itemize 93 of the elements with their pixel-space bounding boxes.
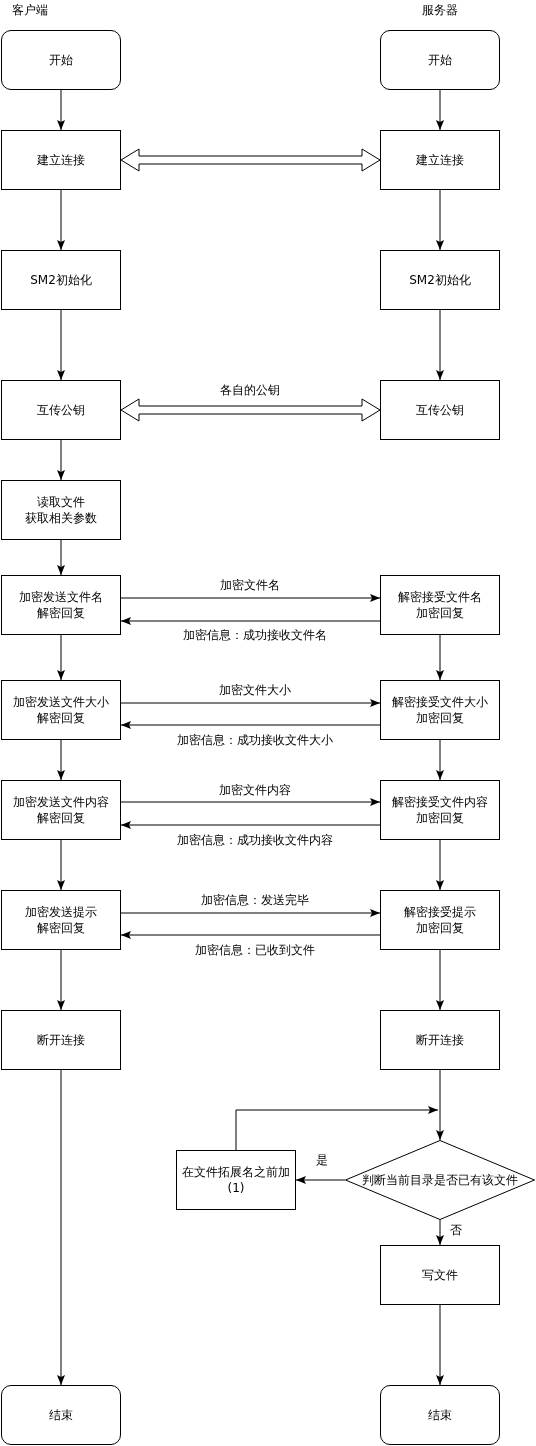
process-box [380, 130, 500, 190]
edge-label: 加密文件大小 [217, 683, 293, 697]
step-text: 开始 [49, 52, 73, 68]
arrow [57, 89, 65, 131]
process-box [380, 1245, 500, 1305]
arrow [120, 699, 381, 707]
edge-label: 加密信息：已收到文件 [193, 943, 317, 957]
process-box [380, 575, 500, 635]
process-box [380, 780, 500, 840]
step-text: SM2初始化 [409, 272, 471, 288]
edge-label: 加密信息：发送完毕 [199, 893, 311, 907]
double-block-arrow [120, 398, 381, 422]
arrow [120, 721, 381, 729]
edge-label: 是 [314, 1153, 330, 1167]
step-text: 解密接受提示加密回复 [404, 904, 476, 936]
arrow [436, 309, 444, 381]
process-box [380, 680, 500, 740]
step-text: 结束 [428, 1407, 452, 1423]
terminal-box [1, 30, 121, 90]
process-box [380, 380, 500, 440]
step-text: 结束 [49, 1407, 73, 1423]
edge-label: 否 [448, 1223, 464, 1237]
arrow [57, 309, 65, 381]
arrow [57, 439, 65, 481]
arrow [57, 739, 65, 781]
edge-label: 各自的公钥 [218, 383, 282, 397]
step-text: 断开连接 [416, 1032, 464, 1048]
step-text: 建立连接 [416, 152, 464, 168]
arrow [57, 189, 65, 251]
arrow [436, 739, 444, 781]
arrow [235, 1106, 439, 1151]
step-text: 开始 [428, 52, 452, 68]
arrow [57, 634, 65, 681]
decision-diamond [345, 1140, 535, 1220]
arrow [57, 839, 65, 891]
process-box [176, 1150, 296, 1210]
arrow [436, 189, 444, 251]
step-text: 在文件拓展名之前加(1) [182, 1164, 290, 1196]
edge-label: 加密信息：成功接收文件大小 [175, 733, 335, 747]
terminal-box [380, 1385, 500, 1445]
process-box [1, 130, 121, 190]
process-box [1, 480, 121, 540]
arrow [120, 594, 381, 602]
arrow [120, 931, 381, 939]
process-box [1, 380, 121, 440]
arrow [436, 1219, 444, 1246]
double-block-arrow [120, 148, 381, 172]
process-box [380, 890, 500, 950]
step-text: 加密发送提示解密回复 [25, 904, 97, 936]
arrow [436, 839, 444, 891]
edge-label: 加密文件名 [218, 578, 282, 592]
step-text: 加密发送文件名解密回复 [19, 589, 103, 621]
arrow [436, 89, 444, 131]
arrow [436, 1069, 444, 1141]
arrow [120, 798, 381, 806]
edge-label: 加密信息：成功接收文件内容 [175, 833, 335, 847]
arrow [295, 1176, 346, 1184]
arrow [436, 1304, 444, 1386]
process-box [1, 1010, 121, 1070]
process-box [1, 680, 121, 740]
step-text: 解密接受文件内容加密回复 [392, 794, 488, 826]
step-text: 断开连接 [37, 1032, 85, 1048]
process-box [1, 250, 121, 310]
arrow [436, 634, 444, 681]
process-box [1, 780, 121, 840]
process-box [1, 890, 121, 950]
process-box [380, 1010, 500, 1070]
step-text: 写文件 [422, 1267, 458, 1283]
edge-label: 加密文件内容 [217, 783, 293, 797]
step-text: 解密接受文件大小加密回复 [392, 694, 488, 726]
step-text: 建立连接 [37, 152, 85, 168]
step-text: 解密接受文件名加密回复 [398, 589, 482, 621]
step-text: SM2初始化 [30, 272, 92, 288]
arrow [57, 949, 65, 1011]
arrow [57, 1069, 65, 1386]
edge-label: 加密信息：成功接收文件名 [181, 628, 329, 642]
step-text: 加密发送文件内容解密回复 [13, 794, 109, 826]
step-text: 判断当前目录是否已有该文件 [362, 1172, 518, 1188]
arrow [120, 909, 381, 917]
arrow [436, 949, 444, 1011]
terminal-box [380, 30, 500, 90]
lane-heading: 客户端 [12, 1, 48, 19]
step-text: 读取文件获取相关参数 [25, 494, 97, 526]
step-text: 互传公钥 [416, 402, 464, 418]
step-text: 互传公钥 [37, 402, 85, 418]
process-box [1, 575, 121, 635]
lane-heading: 服务器 [422, 1, 458, 19]
arrow [120, 617, 381, 625]
arrow [57, 539, 65, 576]
step-text: 加密发送文件大小解密回复 [13, 694, 109, 726]
terminal-box [1, 1385, 121, 1445]
process-box [380, 250, 500, 310]
arrow [120, 821, 381, 829]
